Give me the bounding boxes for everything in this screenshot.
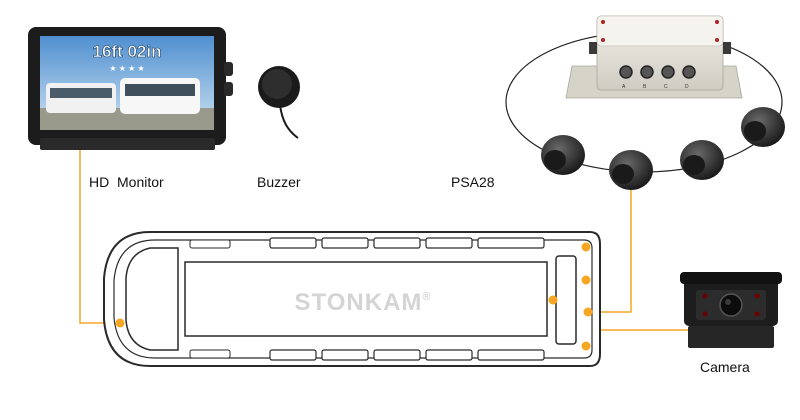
box-screw-2 xyxy=(715,20,719,24)
camera-ir-led-3 xyxy=(754,293,760,299)
bus-window-top-3 xyxy=(373,237,421,249)
buzzer-cable xyxy=(279,104,299,139)
buzzer-face xyxy=(262,69,292,99)
mount-points xyxy=(115,242,593,351)
parking-sensor-3 xyxy=(680,140,724,180)
port-label-b: B xyxy=(643,84,647,90)
control-box-lid xyxy=(596,15,724,47)
monitor-stand xyxy=(40,138,215,150)
camera-lens xyxy=(719,293,743,317)
bus-window-bottom-3 xyxy=(373,349,421,361)
box-port-c xyxy=(661,65,675,79)
camera-ir-led-2 xyxy=(702,311,708,317)
box-screw-3 xyxy=(601,38,605,42)
parking-sensor-4 xyxy=(741,107,785,147)
bus-window-bottom-2 xyxy=(321,349,369,361)
sensor-4-face xyxy=(744,121,766,141)
monitor-side-knob-1 xyxy=(224,62,233,76)
box-side-plug-left xyxy=(589,42,597,54)
mount-point-camera xyxy=(548,295,558,305)
label-camera: Camera xyxy=(700,359,750,375)
bus-window-top-1 xyxy=(269,237,317,249)
bus-windscreen xyxy=(125,247,179,351)
screen-bus-left-windows xyxy=(50,88,112,98)
mount-point-monitor xyxy=(115,318,125,328)
box-port-d xyxy=(682,65,696,79)
bus-outline: STONKAM® xyxy=(103,231,601,367)
port-label-a: A xyxy=(622,84,626,90)
screen-bus-right-windows xyxy=(125,84,195,96)
box-screw-1 xyxy=(601,20,605,24)
bus-window-top-2 xyxy=(321,237,369,249)
sensor-1-face xyxy=(544,150,566,170)
label-hd-monitor: HD Monitor xyxy=(89,174,164,190)
brand-trademark: ® xyxy=(422,291,431,303)
bus-window-bottom-1 xyxy=(269,349,317,361)
mount-point-sensor-2 xyxy=(581,275,591,285)
screen-readout: 16ft 02in xyxy=(93,42,162,61)
parking-sensor-1 xyxy=(541,135,585,175)
control-box: A B C D xyxy=(565,15,743,99)
parking-sensor-2 xyxy=(609,150,653,190)
box-side-plug-right xyxy=(723,42,731,54)
box-port-a xyxy=(619,65,633,79)
port-label-c: C xyxy=(664,84,668,90)
rear-camera xyxy=(680,272,782,348)
port-label-d: D xyxy=(685,84,689,90)
camera-lens-glint xyxy=(725,299,731,305)
bus-front-door-bottom xyxy=(189,349,231,359)
box-port-b xyxy=(640,65,654,79)
psa28-kit: A B C D xyxy=(505,15,785,190)
camera-ir-led-1 xyxy=(702,293,708,299)
sensor-wire xyxy=(588,190,632,313)
label-psa28: PSA28 xyxy=(451,174,495,190)
bus-roof-panel xyxy=(184,261,548,337)
mount-point-sensor-4 xyxy=(581,341,591,351)
bus-window-bottom-4 xyxy=(425,349,473,361)
hd-monitor: 16ft 02in ★ ★ ★ ★ xyxy=(28,27,233,150)
bus-body-inner xyxy=(113,239,593,359)
camera-ir-led-4 xyxy=(754,311,760,317)
bus-window-top-4 xyxy=(425,237,473,249)
sensor-2-face xyxy=(612,164,634,184)
sensor-3-face xyxy=(683,155,705,175)
camera-visor xyxy=(680,272,782,284)
brand-name: STONKAM xyxy=(295,289,423,316)
brand-watermark: STONKAM® xyxy=(295,289,432,316)
bus-front-door-top xyxy=(189,239,231,249)
camera-bracket xyxy=(688,326,774,348)
mount-point-sensor-3 xyxy=(583,307,593,317)
bus-rear-window xyxy=(555,255,577,345)
mount-point-sensor-1 xyxy=(581,242,591,252)
bus-window-top-5 xyxy=(477,237,545,249)
bus-window-bottom-5 xyxy=(477,349,545,361)
box-screw-4 xyxy=(715,38,719,42)
label-buzzer: Buzzer xyxy=(257,174,301,190)
buzzer xyxy=(258,66,300,139)
screen-stars: ★ ★ ★ ★ xyxy=(109,64,144,73)
monitor-side-knob-2 xyxy=(224,82,233,96)
